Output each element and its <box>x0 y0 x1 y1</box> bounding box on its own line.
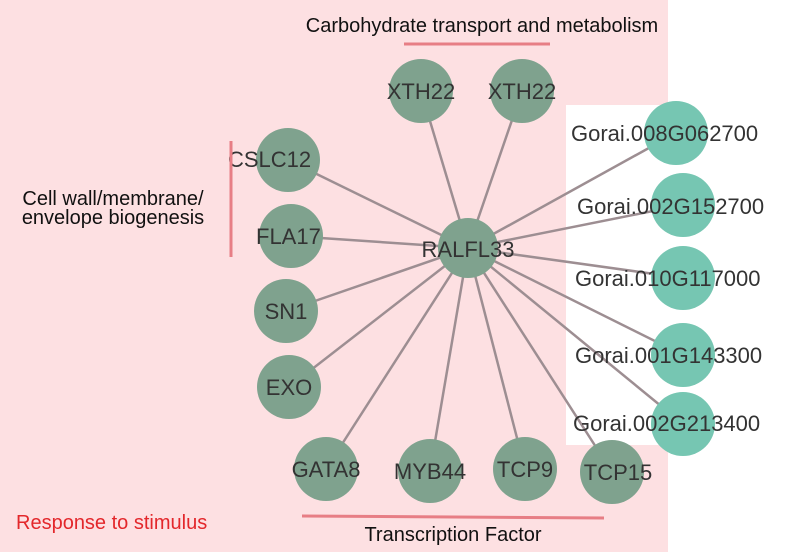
edge-gorai-001g143300 <box>467 246 684 357</box>
node-myb44 <box>398 439 462 503</box>
label-cslc12: CSLC12 <box>228 147 311 172</box>
node-gorai-002g213400 <box>651 392 715 456</box>
node-gorai-002g152700 <box>651 173 715 237</box>
label-myb44: MYB44 <box>394 459 466 484</box>
label-gata8: GATA8 <box>292 457 361 482</box>
label-gorai-010g117000: Gorai.010G117000 <box>575 266 761 291</box>
edges <box>285 90 684 473</box>
node-tcp15 <box>580 440 644 504</box>
edge-gorai-008g062700 <box>467 131 677 250</box>
label-gorai-001g143300: Gorai.001G143300 <box>575 343 762 368</box>
node-sn1 <box>254 279 318 343</box>
node-gorai-010g117000 <box>651 246 715 310</box>
node-fla17 <box>259 204 323 268</box>
node-labels: XTH22 XTH22 CSLC12 FLA17 SN1 EXO GATA8 M… <box>228 79 764 485</box>
node-exo <box>257 355 321 419</box>
edge-tcp15 <box>466 247 614 473</box>
node-xth22-a <box>389 59 453 123</box>
label-center: RALFL33 <box>422 237 515 262</box>
node-gorai-008g062700 <box>644 101 708 165</box>
label-gorai-002g213400: Gorai.002G213400 <box>573 411 760 436</box>
edge-myb44 <box>428 247 470 472</box>
edge-tcp9 <box>466 247 527 470</box>
group-label-transcription: Transcription Factor <box>364 524 541 546</box>
edge-gorai-010g117000 <box>467 246 684 280</box>
label-tcp15: TCP15 <box>584 460 652 485</box>
node-cslc12 <box>256 128 320 192</box>
label-gorai-002g152700: Gorai.002G152700 <box>577 194 764 219</box>
node-gata8 <box>294 437 358 501</box>
node-gorai-001g143300 <box>651 323 715 387</box>
node-xth22-b <box>490 59 554 123</box>
group-label-cellwall-line1: Cell wall/membrane/ <box>22 188 204 210</box>
group-bar-transcription <box>301 514 605 520</box>
node-tcp9 <box>493 437 557 501</box>
label-xth22-a: XTH22 <box>387 79 455 104</box>
label-gorai-008g062700: Gorai.008G062700 <box>571 121 758 146</box>
node-center <box>438 218 498 278</box>
edge-exo <box>288 247 469 388</box>
group-label-cellwall-line2: envelope biogenesis <box>22 207 204 229</box>
label-exo: EXO <box>266 375 312 400</box>
label-fla17: FLA17 <box>256 224 321 249</box>
edge-gorai-002g152700 <box>467 203 684 250</box>
label-tcp9: TCP9 <box>497 457 553 482</box>
edge-gorai-002g213400 <box>467 247 684 425</box>
group-label-response: Response to stimulus <box>16 512 207 534</box>
edge-gata8 <box>324 247 470 470</box>
nodes <box>254 59 715 504</box>
label-sn1: SN1 <box>265 299 308 324</box>
label-xth22-b: XTH22 <box>488 79 556 104</box>
stimulus-region <box>0 0 668 552</box>
group-annotations: Carbohydrate transport and metabolism Ce… <box>16 15 658 546</box>
edge-cslc12 <box>287 158 469 250</box>
group-label-carbohydrate: Carbohydrate transport and metabolism <box>306 15 658 37</box>
edge-sn1 <box>285 246 469 313</box>
